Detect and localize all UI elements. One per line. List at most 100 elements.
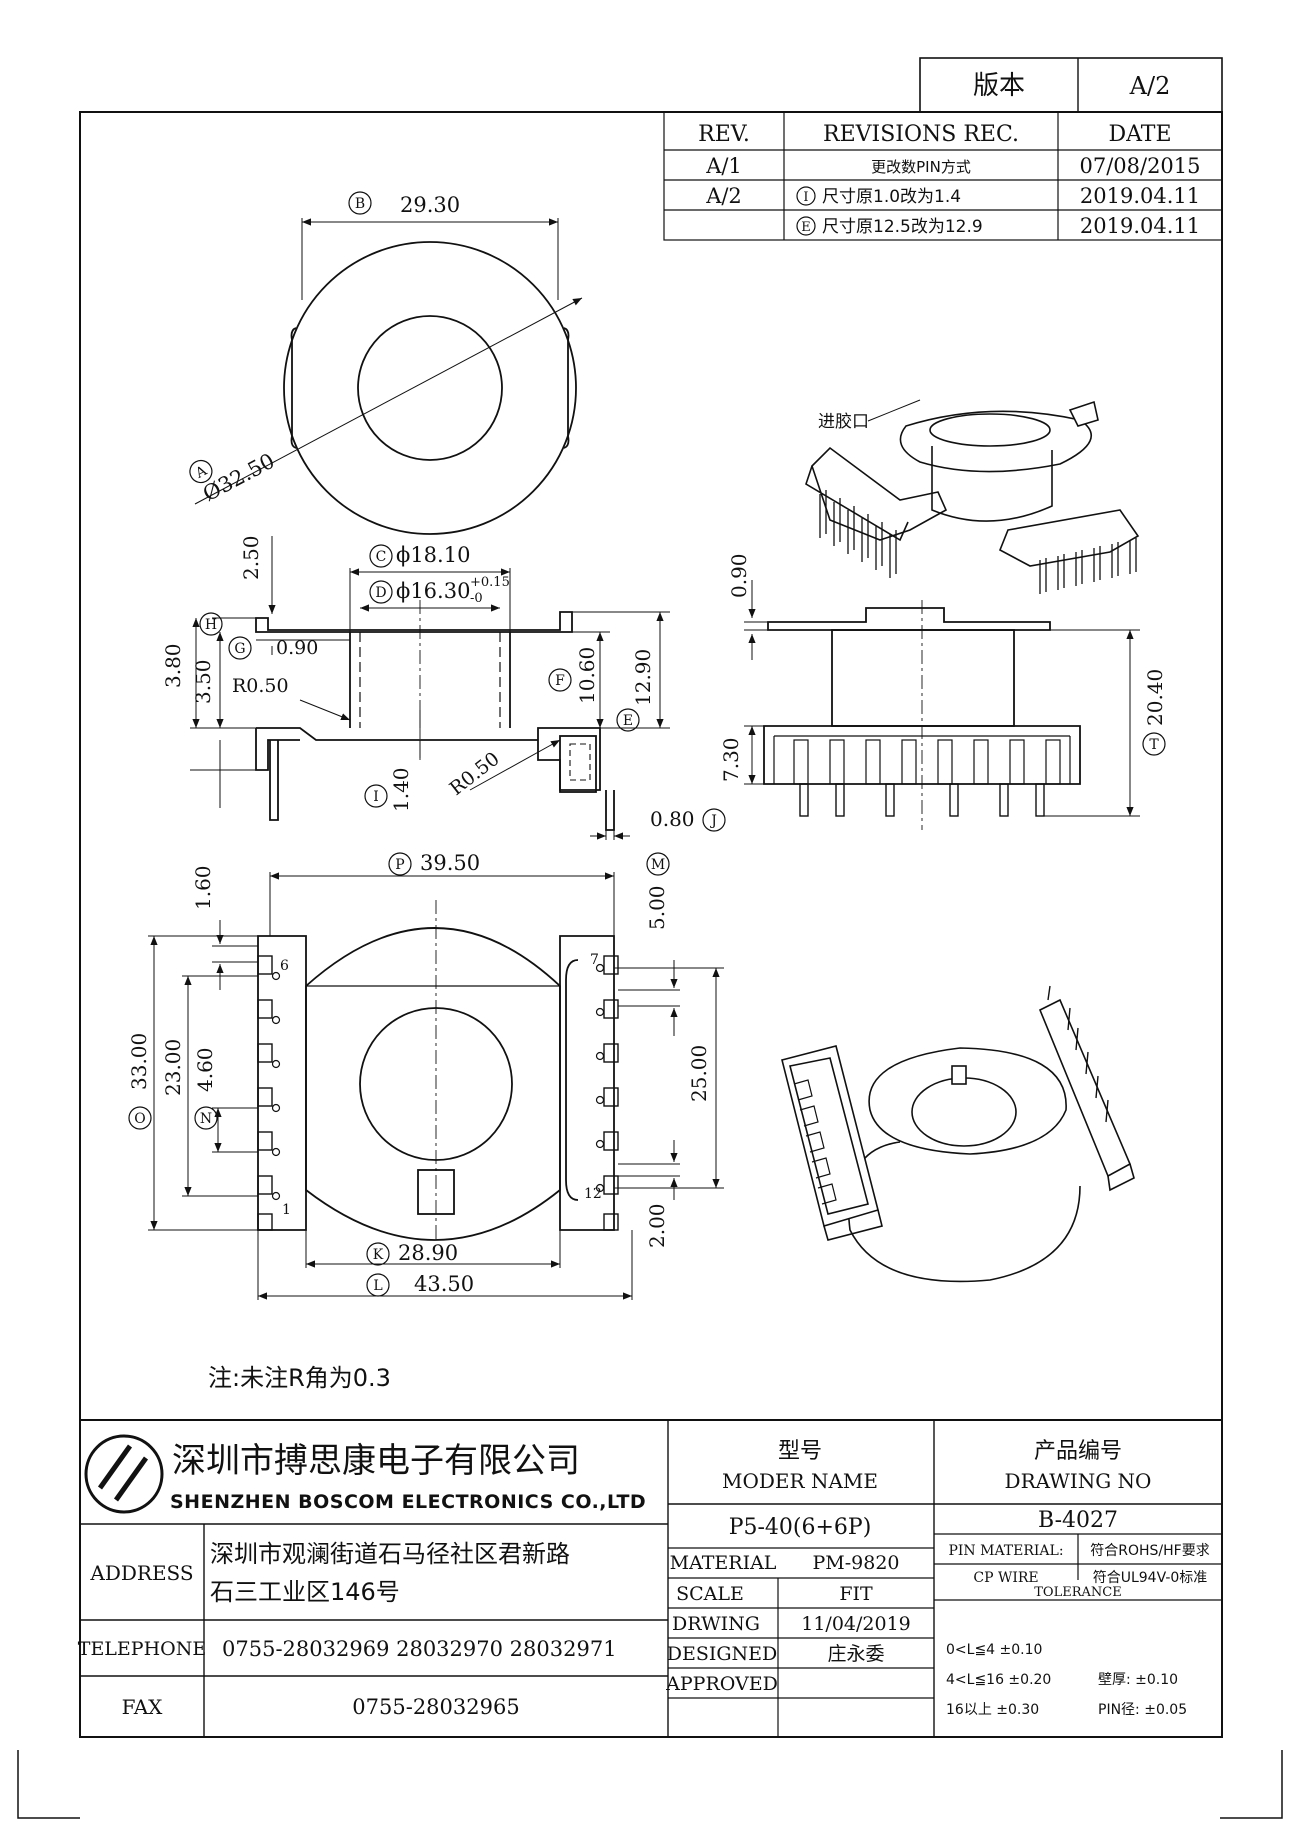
front-section-view — [190, 536, 670, 840]
title-block-text: 深圳市搏思康电子有限公司 SHENZHEN BOSCOM ELECTRONICS… — [78, 1439, 1210, 1719]
scale-value: FIT — [839, 1583, 873, 1605]
rev-row-2: A/2 — [705, 184, 742, 208]
dim-r050-left: R0.50 — [232, 675, 289, 697]
dim-l-letter: L — [373, 1278, 382, 1294]
dim-250: 2.50 — [239, 535, 263, 580]
dim-l-value: 43.50 — [414, 1272, 474, 1296]
dim-d-value: ϕ16.30 — [396, 579, 470, 603]
fax-label: FAX — [122, 1695, 164, 1719]
dim-m-letter: M — [651, 857, 665, 873]
dim-k-value: 28.90 — [398, 1241, 458, 1265]
designer-value: 庄永委 — [827, 1643, 884, 1665]
rec-row-1: 更改数PIN方式 — [871, 158, 971, 176]
company-name-en: SHENZHEN BOSCOM ELECTRONICS CO.,LTD — [170, 1491, 646, 1513]
rec-row-3-mark: E — [801, 220, 811, 235]
tolerance-title: TOLERANCE — [1034, 1585, 1121, 1600]
dim-200: 2.00 — [645, 1203, 669, 1248]
dim-c-value: ϕ18.10 — [396, 543, 470, 567]
approved-label: APPROVED — [665, 1673, 778, 1695]
drawing-no-value: B-4027 — [1038, 1508, 1118, 1533]
version-box: 版本 A/2 — [919, 57, 1223, 113]
dim-d-letter: D — [375, 585, 386, 601]
isometric-view-top — [805, 399, 1140, 594]
version-label: 版本 — [973, 71, 1025, 101]
dim-r050-right: R0.50 — [446, 748, 504, 800]
dim-a-value: Ø32.50 — [199, 449, 279, 507]
address-label: ADDRESS — [89, 1561, 193, 1585]
pin-1: 1 — [282, 1202, 291, 1218]
telephone-label: TELEPHONE — [78, 1638, 206, 1660]
date-header: DATE — [1108, 122, 1171, 147]
top-view — [194, 218, 583, 535]
dim-t-value: 20.40 — [1143, 669, 1167, 726]
dim-i-letter: I — [373, 789, 379, 805]
dim-730: 7.30 — [719, 737, 743, 782]
dim-t-letter: T — [1149, 737, 1159, 753]
corner-marks — [17, 1750, 1283, 1819]
dim-n-value: 4.60 — [193, 1047, 217, 1092]
drawing-label: DRWING — [672, 1613, 760, 1635]
dim-e-value: 12.90 — [631, 649, 655, 706]
drawing-note: 注:未注R角为0.3 — [208, 1364, 391, 1392]
dim-2300: 23.00 — [161, 1039, 185, 1096]
company-logo — [84, 1434, 164, 1514]
dim-j-value: 0.80 — [650, 807, 695, 831]
date-row-3: 2019.04.11 — [1080, 214, 1200, 238]
dim-160: 1.60 — [191, 865, 215, 910]
pin-6: 6 — [280, 958, 289, 974]
dim-d-tol-plus: +0.15 — [470, 575, 510, 590]
dim-o-letter: O — [134, 1111, 145, 1127]
tolerance-row-2: 4<L≦16 ±0.20 — [946, 1672, 1051, 1688]
scale-label: SCALE — [676, 1583, 744, 1605]
dim-p-letter: P — [395, 857, 404, 873]
drawing-border — [79, 111, 1223, 1738]
dim-k-letter: K — [373, 1247, 384, 1263]
drawing-date: 11/04/2019 — [801, 1613, 911, 1635]
dim-h-value: 3.80 — [161, 643, 185, 688]
revisions-table — [663, 111, 1223, 241]
top-view-labels: B 29.30 A Ø32.50 — [189, 191, 460, 507]
telephone-value: 0755-28032969 28032970 28032971 — [222, 1637, 617, 1661]
pin-material-label: PIN MATERIAL: — [948, 1543, 1063, 1559]
cp-wire-value: 符合UL94V-0标准 — [1093, 1570, 1208, 1586]
tolerance-wall: 壁厚: ±0.10 — [1098, 1672, 1178, 1688]
model-label-cn: 型号 — [778, 1439, 822, 1464]
version-value: A/2 — [1129, 72, 1171, 100]
tolerance-pin: PIN径: ±0.05 — [1098, 1702, 1187, 1718]
dim-d-tol-minus: -0 — [470, 591, 483, 606]
drawing-no-label-en: DRAWING NO — [1005, 1469, 1152, 1493]
rev-row-1: A/1 — [705, 154, 742, 178]
front-section-labels: 2.50 0.90 C ϕ18.10 D ϕ16.30 +0.15 -0 H 3… — [161, 535, 726, 832]
dim-n-letter: N — [200, 1111, 212, 1127]
dim-h-letter: H — [205, 617, 217, 633]
rec-row-2: 尺寸原1.0改为1.4 — [822, 187, 961, 207]
address-line-1: 深圳市观澜街道石马径社区君新路 — [210, 1540, 570, 1568]
dim-g-value: 3.50 — [191, 659, 215, 704]
cp-wire-label: CP WIRE — [973, 1570, 1038, 1586]
dim-c-letter: C — [376, 549, 387, 565]
model-value: P5-40(6+6P) — [729, 1515, 872, 1540]
address-line-2: 石三工业区146号 — [210, 1578, 400, 1606]
dim-b-letter: B — [355, 196, 365, 212]
pin-12: 12 — [584, 1186, 602, 1202]
drawing-no-label-cn: 产品编号 — [1034, 1439, 1122, 1464]
dim-i-value: 1.40 — [389, 767, 413, 812]
pin-material-value: 符合ROHS/HF要求 — [1090, 1543, 1209, 1559]
dim-m-value: 5.00 — [645, 885, 669, 930]
revisions-text: REV. REVISIONS REC. DATE A/1 更改数PIN方式 07… — [698, 122, 1200, 238]
dim-090-side: 0.90 — [727, 553, 751, 598]
date-row-2: 2019.04.11 — [1080, 184, 1200, 208]
company-name-cn: 深圳市搏思康电子有限公司 — [172, 1441, 580, 1481]
designed-label: DESIGNED — [667, 1643, 778, 1665]
model-label-en: MODER NAME — [722, 1469, 878, 1493]
dim-f-value: 10.60 — [575, 647, 599, 704]
rec-row-2-mark: I — [803, 190, 808, 205]
tolerance-row-1: 0<L≦4 ±0.10 — [946, 1642, 1042, 1658]
side-view — [744, 580, 1140, 830]
rec-header: REVISIONS REC. — [823, 122, 1019, 147]
rec-row-3: 尺寸原12.5改为12.9 — [822, 217, 983, 237]
dim-j-letter: J — [709, 813, 717, 829]
side-view-labels: 0.90 7.30 T 20.40 — [719, 553, 1167, 782]
dim-090-left: 0.90 — [276, 637, 318, 659]
